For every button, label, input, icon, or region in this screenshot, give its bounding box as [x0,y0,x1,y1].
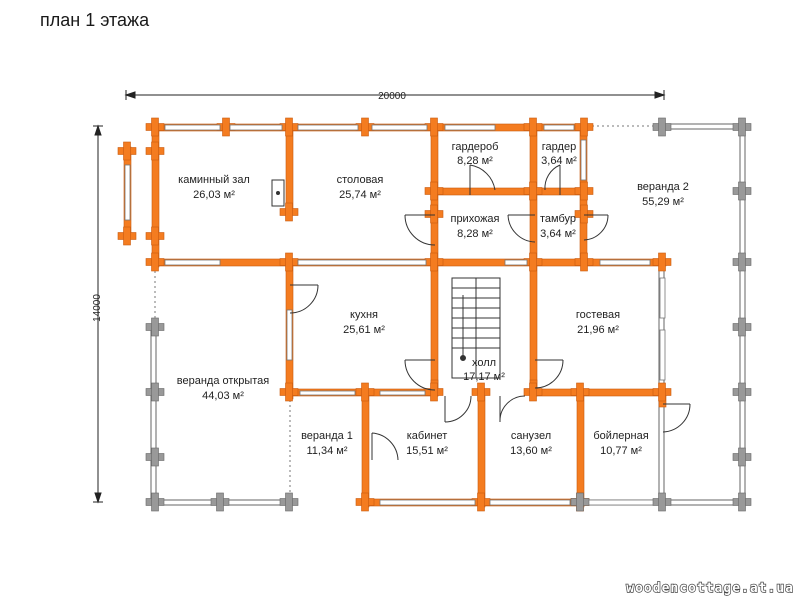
log-crossing [574,117,594,137]
room-name-tambur: тамбур [540,213,576,225]
log-crossing [523,181,543,201]
terrace-post [732,317,752,337]
terrace-post [145,447,165,467]
terrace-post [732,117,752,137]
room-area-garderob: 8,28 м² [457,155,493,167]
log-crossing [117,141,137,161]
room-name-stolovaya: столовая [337,174,384,186]
terrace-posts [145,117,752,512]
room-name-veranda-2: веранда 2 [637,181,689,193]
doors [289,164,691,461]
log-crossing [424,117,444,137]
staircase [451,277,501,379]
room-area-veranda-1: 11,34 м² [307,445,348,457]
room-name-kabinet: кабинет [407,430,447,442]
room-labels: каминный зал 26,03 м² столовая 25,74 м² … [177,141,689,457]
terrace-post [732,382,752,402]
room-area-veranda-2: 55,29 м² [642,196,684,208]
room-name-garderob: гардероб [452,141,499,153]
room-area-bojlernaya: 10,77 м² [600,445,642,457]
width-dimension: 20000 [378,91,406,102]
terrace-post [570,492,590,512]
terrace-post [279,492,299,512]
log-crossing [145,252,165,272]
terrace-post [652,492,672,512]
log-crossing [523,382,543,402]
watermark: woodencottage.at.ua [626,581,794,596]
log-crossing [523,117,543,137]
log-crossing [145,141,165,161]
log-crossing [279,117,299,137]
log-crossing [145,117,165,137]
terrace-post [145,492,165,512]
room-area-prikhozhaya: 8,28 м² [457,228,493,240]
room-area-kabinet: 15,51 м² [406,445,448,457]
log-crossing [574,204,594,224]
room-name-veranda-otkrytaya: веранда открытая [177,375,270,387]
log-crossing [279,382,299,402]
height-dimension: 14000 [92,294,103,322]
dimension-lines [93,90,666,504]
terrace-post [145,317,165,337]
log-crossing [279,252,299,272]
log-crossing [424,252,444,272]
terrace-post [732,181,752,201]
log-crossing [424,382,444,402]
log-crossing [523,252,543,272]
log-crossing [355,382,375,402]
room-area-kaminnyj-zal: 26,03 м² [193,189,235,201]
room-area-gostevaya: 21,96 м² [577,324,619,336]
terrace-post [732,492,752,512]
log-crossing [574,252,594,272]
terrace-post [732,252,752,272]
room-name-kaminnyj-zal: каминный зал [178,174,250,186]
log-crossing [652,382,672,402]
log-crossing [471,382,491,402]
log-crossing [279,202,299,222]
terrace-post [145,382,165,402]
room-area-stolovaya: 25,74 м² [339,189,381,201]
log-crossing [355,492,375,512]
room-area-kholl: 17,17 м² [463,371,505,383]
room-area-veranda-otkrytaya: 44,03 м² [202,390,244,402]
room-area-tambur: 3,64 м² [540,228,576,240]
windows [124,124,666,506]
room-name-prikhozhaya: прихожая [450,213,499,225]
room-name-bojlernaya: бойлерная [593,430,648,442]
terrace-post [210,492,230,512]
room-name-kholl: холл [472,357,496,369]
room-name-kukhnya: кухня [350,309,378,321]
log-crossing [145,226,165,246]
fireplace [271,179,285,207]
page-title: план 1 этажа [40,10,150,30]
room-name-gostevaya: гостевая [576,309,620,321]
log-crossing [117,226,137,246]
log-crossing [574,181,594,201]
log-crossing [424,181,444,201]
room-area-kukhnya: 25,61 м² [343,324,385,336]
log-crossing [652,252,672,272]
room-area-sanuzel: 13,60 м² [510,445,552,457]
dashed-guides [154,125,660,500]
room-name-sanuzel: санузел [511,430,551,442]
log-crossing [424,204,444,224]
log-crossing [355,117,375,137]
terrace-post [652,117,672,137]
log-crossing [570,382,590,402]
room-name-veranda-1: веранда 1 [301,430,353,442]
room-area-garder: 3,64 м² [541,155,577,167]
room-name-garder: гардер [542,141,576,153]
terrace-post [732,447,752,467]
